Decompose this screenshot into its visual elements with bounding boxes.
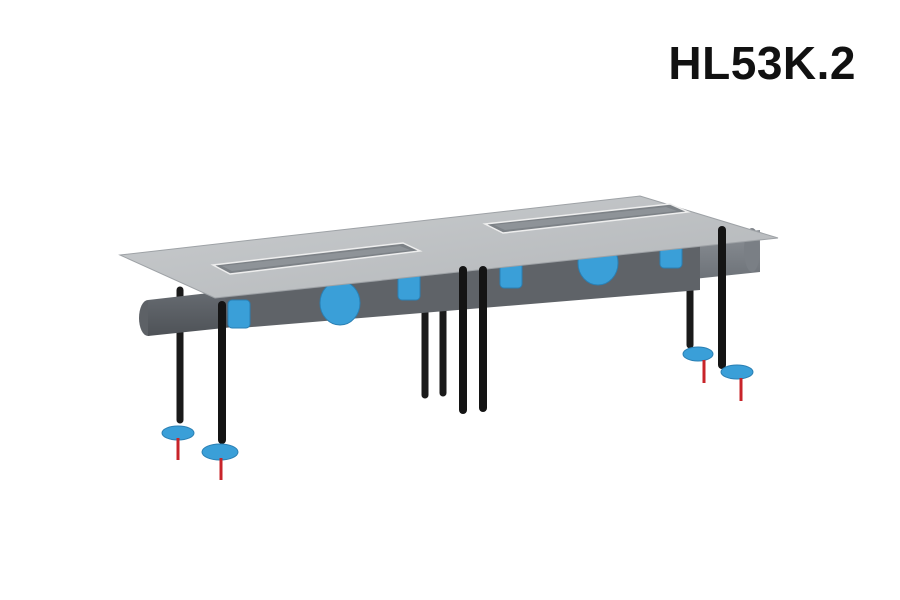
product-model-title: HL53K.2 — [668, 37, 856, 89]
cover-plate — [118, 195, 779, 299]
anchor-screws — [176, 360, 743, 480]
leveling-feet — [161, 346, 754, 480]
support-legs-front — [218, 226, 726, 444]
cleanout-cap-left — [319, 280, 361, 326]
